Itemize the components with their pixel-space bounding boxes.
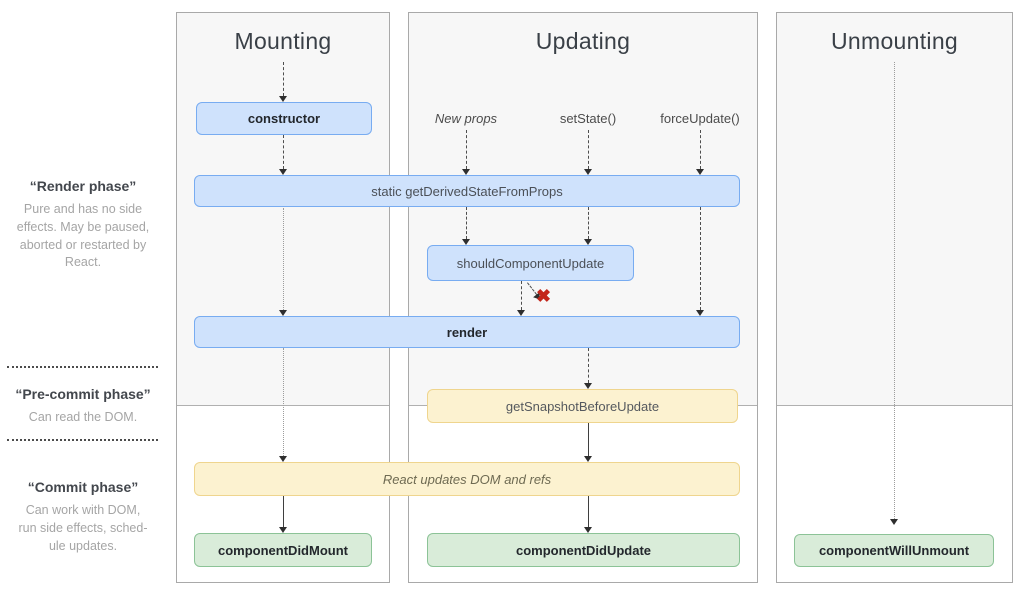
arrowhead-icon: [462, 239, 470, 245]
componentdidupdate-node[interactable]: componentDidUpdate: [427, 533, 740, 567]
render-phase-title: “Render phase”: [29, 178, 137, 194]
render-node[interactable]: render: [194, 316, 740, 348]
setstate-label: setState(): [559, 111, 617, 126]
arrowhead-icon: [279, 169, 287, 175]
getderivedstatefromprops-node[interactable]: static getDerivedStateFromProps: [194, 175, 740, 207]
getsnapshotbeforeupdate-node[interactable]: getSnapshotBeforeUpdate: [427, 389, 738, 423]
flow-line: [700, 207, 701, 310]
arrowhead-icon: [279, 527, 287, 533]
flow-line: [283, 208, 284, 310]
pre-commit-phase-label: “Pre-commit phase” Can read the DOM.: [4, 386, 162, 427]
commit-phase-description: Can work with DOM, run side effects, sch…: [18, 503, 148, 553]
flow-line: [588, 423, 589, 456]
mounting-column-title: Mounting: [234, 28, 332, 54]
flow-line: [283, 496, 284, 527]
flow-line: [283, 62, 284, 96]
render-phase-description: Pure and has no side effects. May be pau…: [16, 202, 150, 270]
pre-commit-phase-description: Can read the DOM.: [28, 410, 138, 424]
cancel-x-icon: ✖: [536, 286, 552, 306]
commit-phase-title: “Commit phase”: [27, 479, 139, 495]
flow-line: [521, 281, 522, 310]
flow-line: [588, 348, 589, 383]
arrowhead-icon: [696, 310, 704, 316]
flow-line: [466, 130, 467, 169]
arrowhead-icon: [584, 239, 592, 245]
arrowhead-icon: [890, 519, 898, 525]
flow-line: [700, 130, 701, 169]
forceupdate-label: forceUpdate(): [660, 111, 740, 126]
flow-line: [283, 348, 284, 456]
flow-line: [466, 207, 467, 239]
shouldcomponentupdate-node[interactable]: shouldComponentUpdate: [427, 245, 634, 281]
flow-line: [894, 62, 895, 519]
commit-phase-label: “Commit phase” Can work with DOM, run si…: [4, 479, 162, 555]
unmounting-column-title: Unmounting: [830, 28, 959, 54]
arrowhead-icon: [584, 456, 592, 462]
arrowhead-icon: [279, 96, 287, 102]
flow-line: [283, 135, 284, 169]
render-phase-label: “Render phase” Pure and has no side effe…: [4, 178, 162, 272]
arrowhead-icon: [517, 310, 525, 316]
pre-commit-phase-title: “Pre-commit phase”: [15, 386, 151, 402]
arrowhead-icon: [584, 383, 592, 389]
componentdidmount-node[interactable]: componentDidMount: [194, 533, 372, 567]
react-updates-dom-node: React updates DOM and refs: [194, 462, 740, 496]
new-props-label: New props: [434, 111, 498, 126]
componentwillunmount-node[interactable]: componentWillUnmount: [794, 534, 994, 567]
arrowhead-icon: [279, 456, 287, 462]
arrowhead-icon: [279, 310, 287, 316]
arrowhead-icon: [696, 169, 704, 175]
updating-column-title: Updating: [535, 28, 631, 54]
updating-panel: Updating: [408, 12, 758, 583]
flow-line: [588, 130, 589, 169]
arrowhead-icon: [462, 169, 470, 175]
phase-divider: [7, 366, 158, 368]
flow-line: [588, 496, 589, 527]
flow-line: [588, 207, 589, 239]
arrowhead-icon: [584, 527, 592, 533]
arrowhead-icon: [584, 169, 592, 175]
phase-divider: [7, 439, 158, 441]
constructor-node[interactable]: constructor: [196, 102, 372, 135]
